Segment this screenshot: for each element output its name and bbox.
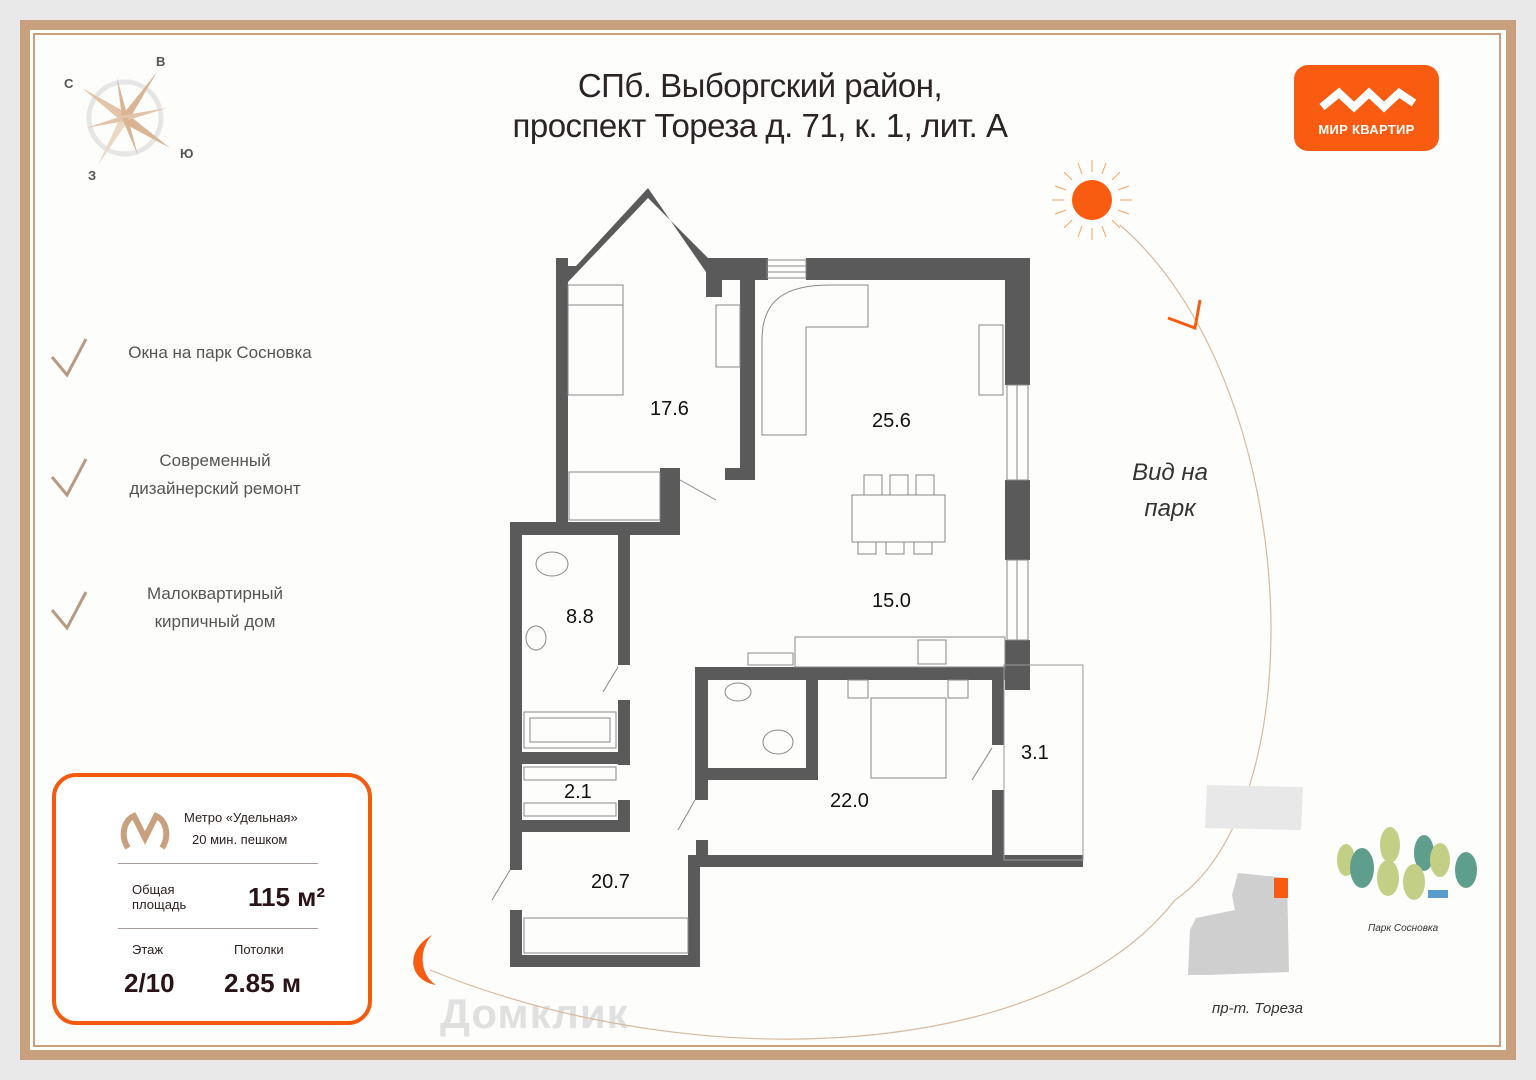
metro-walk-time: 20 мин. пешком	[192, 832, 288, 847]
room-area-label: 17.6	[650, 398, 689, 420]
floor-label: Этаж	[132, 942, 164, 957]
park-label: Парк Сосновка	[1368, 923, 1439, 934]
room-area-label: 22.0	[830, 790, 869, 812]
compass-north-label: С	[64, 76, 74, 91]
feature-label: Окна на парк Сосновка	[128, 343, 312, 362]
room-area-label: 20.7	[591, 871, 630, 893]
feature-label: Современный дизайнерский ремонт	[129, 451, 301, 498]
compass-south-label: Ю	[180, 146, 193, 161]
building-footprint	[1188, 873, 1289, 975]
divider	[118, 863, 318, 864]
floor-value: 2/10	[124, 968, 175, 998]
logo-mark-icon	[1319, 87, 1417, 113]
ceiling-label: Потолки	[234, 942, 284, 957]
info-card: Метро «Удельная» 20 мин. пешком Общая пл…	[52, 773, 372, 1025]
divider	[118, 928, 318, 929]
room-area-label: 8.8	[566, 606, 594, 628]
compass-east-label: В	[156, 54, 165, 69]
checkmark-icon	[50, 458, 88, 498]
area-value: 115 м²	[248, 882, 326, 912]
ceiling-value: 2.85 м	[224, 968, 302, 998]
checkmark-icon	[50, 338, 88, 378]
address-line-2: проспект Тореза д. 71, к. 1, лит. А	[512, 107, 1008, 144]
room-area-label: 3.1	[1021, 742, 1049, 764]
brand-logo: МИР КВАРТИР	[1294, 65, 1439, 151]
street-label: пр-т. Тореза	[1212, 1000, 1303, 1017]
park-trees-icon	[1337, 827, 1477, 900]
page-title: СПб. Выборгский район, проспект Тореза д…	[480, 66, 1040, 146]
metro-station: Метро «Удельная»	[184, 810, 298, 825]
room-area-label: 2.1	[564, 781, 592, 803]
compass-west-label: З	[88, 168, 96, 183]
feature-label: Малоквартирный кирпичный дом	[146, 584, 284, 631]
room-area-label: 15.0	[872, 590, 911, 612]
address-line-1: СПб. Выборгский район,	[577, 67, 943, 104]
metro-icon	[120, 812, 170, 850]
view-label: Вид на парк	[1132, 459, 1208, 522]
room-area-label: 25.6	[872, 410, 911, 432]
logo-text: МИР КВАРТИР	[1318, 122, 1415, 137]
compass-rose-icon: С В Ю З	[64, 54, 193, 183]
apartment-marker	[1274, 878, 1288, 898]
checkmark-icon	[50, 591, 88, 631]
area-label: Общая площадь	[132, 882, 187, 912]
inner-frame	[33, 33, 1501, 1047]
